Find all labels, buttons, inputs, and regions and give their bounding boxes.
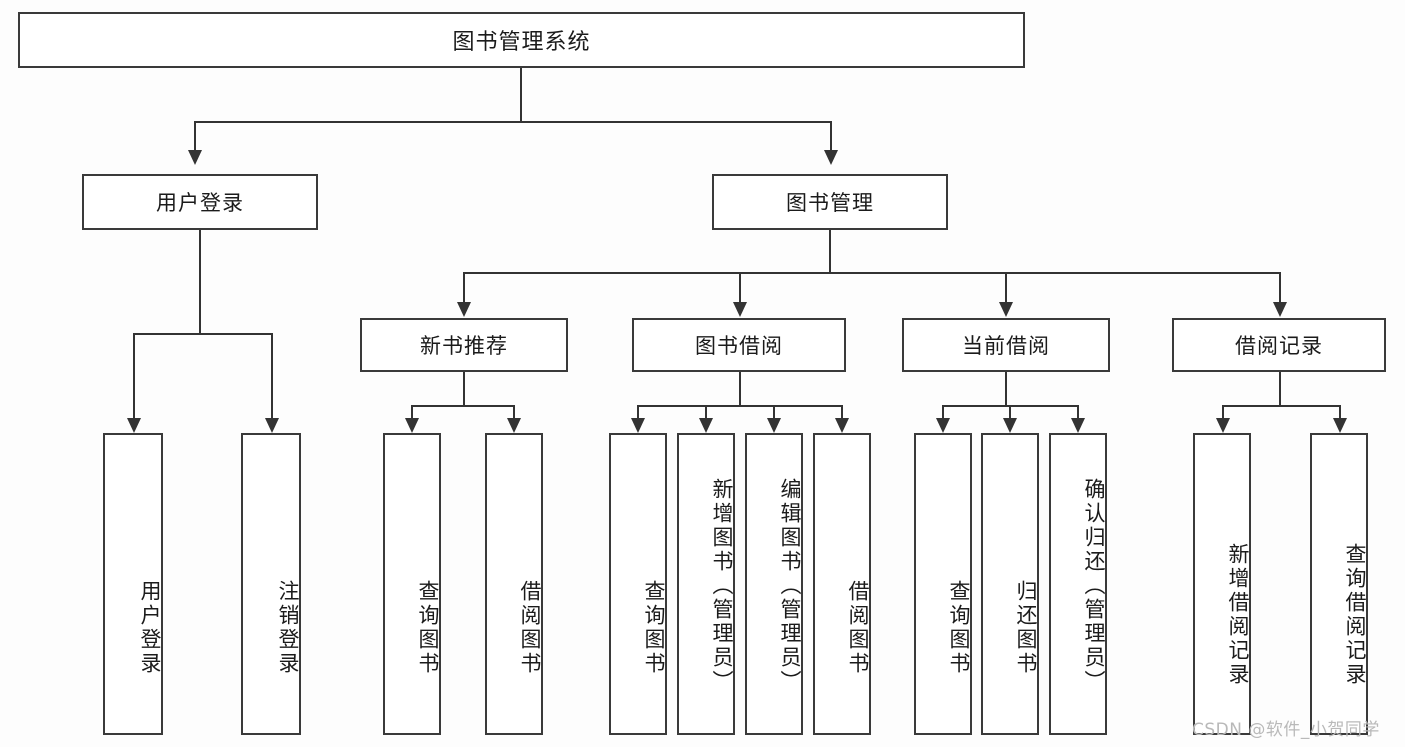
connector-current-borrow-leaf1-leg: [942, 405, 944, 419]
connector-book-borrow-leaf2-leg: [705, 405, 707, 419]
arrow-book-borrow-leaf4: [835, 418, 849, 433]
arrow-user-login-leaf2: [265, 418, 279, 433]
node-label: 新书推荐: [420, 334, 508, 358]
connector-root-stem: [520, 68, 522, 122]
node-label: 用户登录: [156, 191, 244, 215]
node-label: 图书管理: [786, 191, 874, 215]
node-label: 查询图书: [642, 580, 666, 676]
connector-user-login-stem: [199, 230, 201, 334]
node-label: 新增借阅记录: [1226, 543, 1250, 687]
node-label: 查询图书: [947, 580, 971, 676]
connector-book-borrow-leaf1-leg: [637, 405, 639, 419]
connector-new-book-leaf2-leg: [513, 405, 515, 419]
leaf-borrow-book-recommend[interactable]: 借阅图书: [485, 433, 543, 735]
arrow-borrow-record-leaf2: [1333, 418, 1347, 433]
csdn-watermark: CSDN @软件_小贺同学: [1192, 720, 1380, 740]
node-label: 当前借阅: [962, 334, 1050, 358]
node-label: 归还图书: [1014, 580, 1038, 676]
node-label: 查询图书: [416, 580, 440, 676]
connector-borrow-record-bus: [1222, 405, 1341, 407]
arrow-user-login: [188, 150, 202, 165]
arrow-user-login-leaf1: [127, 418, 141, 433]
node-user-login[interactable]: 用户登录: [82, 174, 318, 230]
connector-new-book-stem: [463, 372, 465, 406]
leaf-edit-book-admin[interactable]: 编辑图书（管理员）: [745, 433, 803, 735]
connector-borrow-record-leaf1-leg: [1222, 405, 1224, 419]
node-label: 图书管理系统: [452, 30, 591, 55]
node-label: 借阅图书: [518, 580, 542, 676]
arrow-book-borrow-leaf1: [631, 418, 645, 433]
connector-book-management-stem: [829, 230, 831, 273]
leaf-borrow-book[interactable]: 借阅图书: [813, 433, 871, 735]
arrow-current-borrow: [999, 302, 1013, 317]
leaf-add-borrow-record[interactable]: 新增借阅记录: [1193, 433, 1251, 735]
node-label: 新增图书（管理员）: [710, 478, 734, 694]
connector-book-borrow-stem: [739, 372, 741, 406]
node-label: 借阅图书: [846, 580, 870, 676]
node-current-borrow[interactable]: 当前借阅: [902, 318, 1110, 372]
connector-leg-new-book: [463, 272, 465, 303]
arrow-book-borrow-leaf3: [767, 418, 781, 433]
connector-leg-user-login: [194, 121, 196, 151]
node-label: 确认归还（管理员）: [1082, 478, 1106, 694]
leaf-query-book-borrow[interactable]: 查询图书: [609, 433, 667, 735]
arrow-borrow-record: [1273, 302, 1287, 317]
node-book-borrow[interactable]: 图书借阅: [632, 318, 846, 372]
node-label: 图书借阅: [695, 334, 783, 358]
connector-new-book-leaf1-leg: [411, 405, 413, 419]
leaf-confirm-return-admin[interactable]: 确认归还（管理员）: [1049, 433, 1107, 735]
connector-book-borrow-leaf4-leg: [841, 405, 843, 419]
connector-leg-current-borrow: [1005, 272, 1007, 303]
connector-book-borrow-bus: [637, 405, 842, 407]
leaf-logout[interactable]: 注销登录: [241, 433, 301, 735]
leaf-add-book-admin[interactable]: 新增图书（管理员）: [677, 433, 735, 735]
connector-current-borrow-stem: [1005, 372, 1007, 406]
leaf-query-book-recommend[interactable]: 查询图书: [383, 433, 441, 735]
connector-book-borrow-leaf3-leg: [773, 405, 775, 419]
connector-user-login-bus: [133, 333, 273, 335]
node-root-book-management-system[interactable]: 图书管理系统: [18, 12, 1025, 68]
node-label: 注销登录: [276, 580, 300, 676]
connector-borrow-record-stem: [1279, 372, 1281, 406]
node-borrow-record[interactable]: 借阅记录: [1172, 318, 1386, 372]
connector-current-borrow-leaf2-leg: [1009, 405, 1011, 419]
arrow-current-borrow-leaf2: [1003, 418, 1017, 433]
leaf-user-login[interactable]: 用户登录: [103, 433, 163, 735]
arrow-book-management: [824, 150, 838, 165]
connector-leg-book-borrow: [739, 272, 741, 303]
arrow-book-borrow: [733, 302, 747, 317]
leaf-return-book[interactable]: 归还图书: [981, 433, 1039, 735]
connector-level1-bus: [194, 121, 832, 123]
arrow-current-borrow-leaf1: [936, 418, 950, 433]
node-new-book-recommend[interactable]: 新书推荐: [360, 318, 568, 372]
node-label: 借阅记录: [1235, 334, 1323, 358]
arrow-borrow-record-leaf1: [1216, 418, 1230, 433]
connector-level2-bus: [463, 272, 1280, 274]
connector-user-login-leaf1-leg: [133, 333, 135, 419]
leaf-query-borrow-record[interactable]: 查询借阅记录: [1310, 433, 1368, 735]
node-label: 编辑图书（管理员）: [778, 478, 802, 694]
arrow-current-borrow-leaf3: [1071, 418, 1085, 433]
node-label: 用户登录: [138, 580, 162, 676]
node-book-management[interactable]: 图书管理: [712, 174, 948, 230]
arrow-new-book-recommend: [457, 302, 471, 317]
arrow-new-book-leaf2: [507, 418, 521, 433]
connector-current-borrow-leaf3-leg: [1077, 405, 1079, 419]
arrow-book-borrow-leaf2: [699, 418, 713, 433]
connector-leg-borrow-record: [1279, 272, 1281, 303]
connector-leg-book-management: [830, 121, 832, 151]
connector-user-login-leaf2-leg: [271, 333, 273, 419]
leaf-query-book-current[interactable]: 查询图书: [914, 433, 972, 735]
connector-borrow-record-leaf2-leg: [1339, 405, 1341, 419]
node-label: 查询借阅记录: [1343, 543, 1367, 687]
connector-new-book-bus: [411, 405, 515, 407]
arrow-new-book-leaf1: [405, 418, 419, 433]
